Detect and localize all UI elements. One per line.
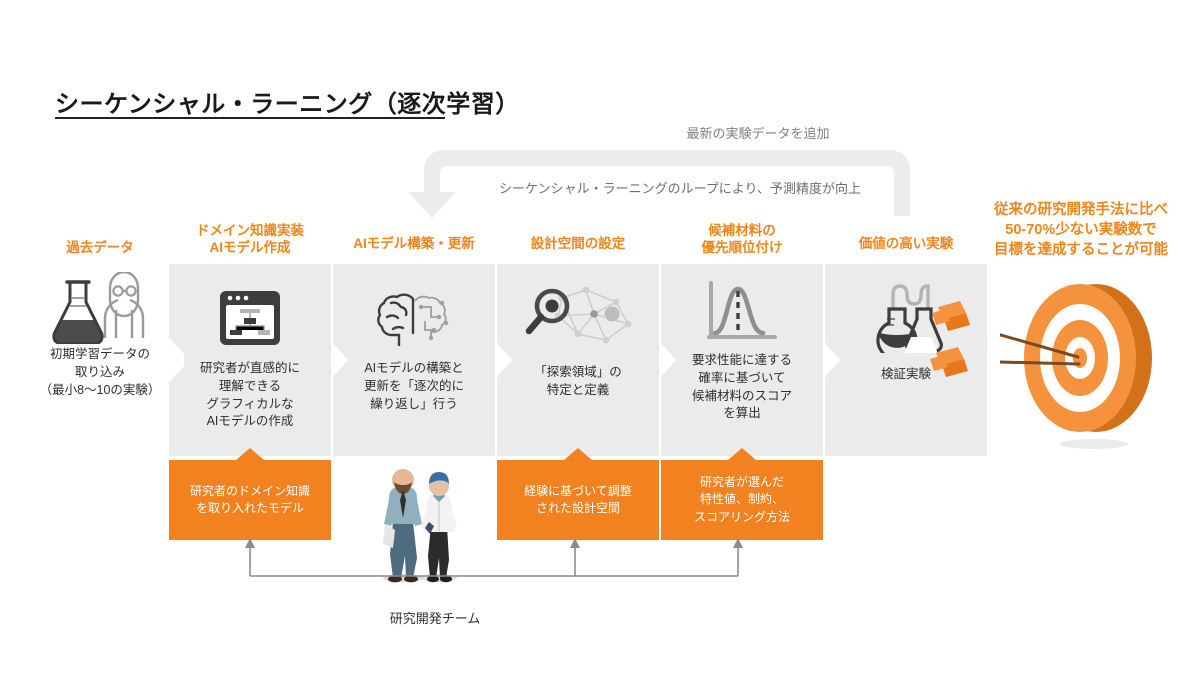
stage-description-5: 検証実験 bbox=[831, 366, 981, 384]
stage-header-2: AIモデル構築・更新 bbox=[333, 235, 495, 252]
icon-slot bbox=[661, 272, 823, 352]
callout-line: 目標を達成することが可能 bbox=[994, 242, 1168, 258]
bullseye-target-with-arrows-icon bbox=[1000, 284, 1152, 449]
desc-line: 更新を「逐次的に bbox=[363, 378, 464, 393]
target-arrow-fletching-icon bbox=[930, 301, 970, 377]
header-line: AIモデル作成 bbox=[209, 240, 291, 256]
orange-line: 経験に基づいて調整 bbox=[524, 483, 632, 498]
stage-column-2: AIモデル構築・更新 bbox=[332, 0, 495, 700]
header-line: AIモデル構築・更新 bbox=[353, 236, 475, 251]
desc-line: 確率に基づいて bbox=[698, 370, 786, 385]
distribution-curve-icon bbox=[707, 281, 777, 339]
desc-line: 理解できる bbox=[218, 378, 282, 393]
stage-panel-2: AIモデルの構築と 更新を「逐次的に 繰り返し」行う bbox=[332, 264, 495, 456]
header-line: 優先順位付け bbox=[701, 240, 783, 256]
icon-slot bbox=[825, 274, 987, 354]
stage-description-2: AIモデルの構築と 更新を「逐次的に 繰り返し」行う bbox=[339, 360, 489, 413]
title-underline bbox=[55, 117, 445, 119]
flask-researcher-icon bbox=[52, 272, 145, 344]
magnifier-network-icon bbox=[525, 286, 632, 344]
desc-line: グラフィカルな bbox=[206, 396, 294, 411]
feedback-loop-arrow bbox=[408, 150, 910, 218]
stage-panel-1: 研究者が直感的に 理解できる グラフィカルな AIモデルの作成 bbox=[168, 264, 331, 456]
two-researchers-icon bbox=[383, 469, 457, 583]
browser-model-diagram-icon bbox=[220, 291, 280, 345]
chevron-notch-right bbox=[315, 264, 331, 456]
orange-line: 特性値、制約、 bbox=[699, 492, 784, 507]
header-line: 設計空間の設定 bbox=[530, 236, 626, 251]
loop-caption-top: 最新の実験データを追加 bbox=[686, 126, 830, 141]
stage-column-4: 候補材料の 優先順位付け 要求性能に達する 確率に基づいて 候補材料のスコア を… bbox=[660, 0, 823, 700]
stage-header-4: 候補材料の 優先順位付け bbox=[661, 222, 823, 257]
desc-line: 検証実験 bbox=[880, 367, 931, 381]
stage-description-1: 研究者が直感的に 理解できる グラフィカルな AIモデルの作成 bbox=[175, 360, 325, 431]
page-title: シーケンシャル・ラーニング（逐次学習） bbox=[55, 91, 520, 118]
stage-header-3: 設計空間の設定 bbox=[497, 235, 659, 252]
stage-description-past-data: 初期学習データの 取り込み （最小8〜10の実験） bbox=[18, 345, 182, 399]
orange-line: を取り入れたモデル bbox=[195, 501, 304, 515]
orange-note-3: 経験に基づいて調整 された設計空間 bbox=[497, 460, 659, 540]
orange-line: された設計空間 bbox=[535, 501, 620, 515]
desc-line: AIモデルの構築と bbox=[364, 361, 464, 375]
chevron-notch-left bbox=[660, 264, 676, 456]
chevron-notch-left bbox=[824, 264, 840, 456]
stage-header-1: ドメイン知識実装 AIモデル作成 bbox=[169, 222, 331, 257]
orange-box-tip-4 bbox=[728, 448, 756, 460]
stage-column-1: ドメイン知識実装 AIモデル作成 研究者が直感的に bbox=[168, 0, 331, 700]
desc-line: （最小8〜10の実験） bbox=[39, 383, 161, 398]
desc-line: AIモデルの作成 bbox=[206, 414, 294, 429]
result-callout: 従来の研究開発手法に比べ 50-70%少ない実験数で 目標を達成することが可能 bbox=[965, 200, 1197, 260]
stage-panel-5: 検証実験 bbox=[824, 264, 987, 456]
desc-line: 要求性能に達する bbox=[691, 353, 792, 367]
orange-box-tip-1 bbox=[236, 448, 264, 460]
lab-flasks-icon bbox=[876, 284, 943, 353]
orange-note-1: 研究者のドメイン知識 を取り入れたモデル bbox=[169, 460, 331, 540]
callout-line: 従来の研究開発手法に比べ bbox=[994, 202, 1168, 218]
stage-header-past-data: 過去データ bbox=[66, 240, 134, 255]
stage-panel-3: 「探索領域」の 特定と定義 bbox=[496, 264, 659, 456]
stage-panel-4: 要求性能に達する 確率に基づいて 候補材料のスコア を算出 bbox=[660, 264, 823, 456]
desc-line: 研究者が直感的に bbox=[199, 361, 300, 375]
chevron-notch-left bbox=[496, 264, 512, 456]
desc-line: 「探索領域」の bbox=[534, 365, 622, 379]
icon-slot bbox=[497, 278, 659, 358]
desc-line: 特定と定義 bbox=[546, 382, 610, 397]
desc-line: 取り込み bbox=[74, 365, 125, 380]
team-label: 研究開発チーム bbox=[389, 611, 481, 626]
header-line: 価値の高い実験 bbox=[858, 236, 954, 251]
desc-line: 繰り返し」行う bbox=[370, 396, 458, 411]
loop-caption-inner: シーケンシャル・ラーニングのループにより、予測精度が向上 bbox=[498, 181, 862, 196]
orange-line: スコアリング方法 bbox=[693, 509, 790, 524]
callout-line: 50-70%少ない実験数で bbox=[1005, 222, 1157, 238]
desc-line: を算出 bbox=[723, 406, 761, 421]
stage-description-4: 要求性能に達する 確率に基づいて 候補材料のスコア を算出 bbox=[667, 352, 817, 423]
team-contribution-connector bbox=[245, 538, 743, 577]
icon-slot bbox=[169, 278, 331, 358]
orange-line: 研究者が選んだ bbox=[699, 474, 784, 489]
header-line: 候補材料の bbox=[708, 223, 776, 238]
stage-description-3: 「探索領域」の 特定と定義 bbox=[503, 364, 653, 400]
stage-column-5: 価値の高い実験 bbox=[824, 0, 987, 700]
orange-line: 研究者のドメイン知識 bbox=[189, 483, 310, 498]
brain-circuit-icon bbox=[377, 293, 449, 347]
chevron-notch-left bbox=[168, 264, 184, 456]
orange-box-tip-3 bbox=[564, 448, 592, 460]
desc-line: 候補材料のスコア bbox=[691, 388, 792, 403]
header-line: ドメイン知識実装 bbox=[196, 223, 304, 238]
chevron-notch-left bbox=[332, 264, 348, 456]
desc-line: 初期学習データの bbox=[49, 347, 150, 361]
stage-header-5: 価値の高い実験 bbox=[825, 235, 987, 252]
stage-column-3: 設計空間の設定 bbox=[496, 0, 659, 700]
orange-note-4: 研究者が選んだ 特性値、制約、 スコアリング方法 bbox=[661, 460, 823, 540]
icon-slot bbox=[333, 278, 495, 358]
